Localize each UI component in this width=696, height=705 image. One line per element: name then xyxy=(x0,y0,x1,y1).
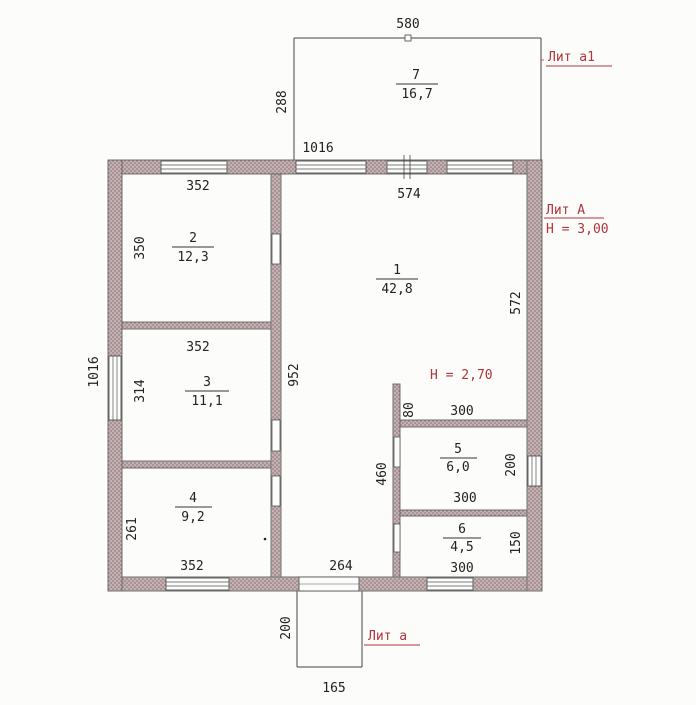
room-4-area: 9,2 xyxy=(181,510,204,525)
room-2-number: 2 xyxy=(189,231,197,246)
dim-room3-height: 314 xyxy=(133,379,148,403)
interior-walls xyxy=(121,173,528,578)
dim-room6-width: 300 xyxy=(450,561,473,576)
window-left xyxy=(108,355,122,421)
window-bottom-left xyxy=(165,577,230,591)
door-room4 xyxy=(271,475,281,507)
dim-room4-height: 261 xyxy=(125,517,140,540)
room-3: 3 11,1 xyxy=(185,375,229,409)
lit-a1-text: Лит а1 xyxy=(548,50,595,65)
room-7-area: 16,7 xyxy=(401,87,432,102)
dim-top-wall-segment: 1016 xyxy=(302,141,333,156)
room1-height: H = 2,70 xyxy=(430,368,493,383)
window-bottom-right xyxy=(426,577,474,591)
window-top-center xyxy=(386,155,428,179)
door-room2 xyxy=(271,233,281,265)
window-right xyxy=(527,455,542,487)
room-2-area: 12,3 xyxy=(177,250,208,265)
room-3-number: 3 xyxy=(203,375,211,390)
label-lit-a1: Лит а1 xyxy=(541,50,612,67)
doors xyxy=(271,233,401,592)
dim-room6-height: 150 xyxy=(509,531,524,554)
door-room6 xyxy=(393,523,401,553)
dim-corridor-460: 460 xyxy=(375,462,390,485)
dim-partition-80: 80 xyxy=(402,402,417,418)
annex-lit-a xyxy=(296,591,363,668)
dim-room5-top-width: 300 xyxy=(450,404,473,419)
room-6-area: 4,5 xyxy=(450,540,473,555)
annex-lit-a1 xyxy=(293,34,542,161)
window-top-middle xyxy=(295,160,367,174)
room-5: 5 6,0 xyxy=(440,442,477,475)
lit-a-text: Лит а xyxy=(368,629,407,644)
room-2: 2 12,3 xyxy=(172,231,214,265)
room-6-number: 6 xyxy=(458,522,466,537)
dim-left-height: 1016 xyxy=(87,356,102,387)
label-lit-a: Лит а xyxy=(364,629,420,646)
room-5-number: 5 xyxy=(454,442,462,457)
window-top-left xyxy=(160,160,228,174)
room-5-area: 6,0 xyxy=(446,460,469,475)
lit-A-text: Лит А xyxy=(546,203,585,218)
room-1: 1 42,8 xyxy=(376,263,418,297)
room-4: 4 9,2 xyxy=(175,491,267,541)
dim-room2-height: 350 xyxy=(133,236,148,259)
room-7-number: 7 xyxy=(412,68,420,83)
dim-room4-width: 352 xyxy=(180,559,203,574)
room-6: 6 4,5 xyxy=(443,522,481,555)
label-lit-A: Лит А H = 3,00 xyxy=(544,203,609,237)
door-room3 xyxy=(271,419,281,452)
window-top-right xyxy=(446,160,514,174)
room-4-number: 4 xyxy=(189,491,197,506)
windows xyxy=(108,155,542,591)
room-7: 7 16,7 xyxy=(396,68,438,102)
room-1-area: 42,8 xyxy=(381,282,412,297)
dim-door-annex-width: 165 xyxy=(322,681,345,696)
dim-room5-height: 200 xyxy=(504,453,519,476)
dim-bottom-264: 264 xyxy=(329,559,353,574)
dim-top-annex-depth: 288 xyxy=(275,90,290,113)
dim-room5-bottom-width: 300 xyxy=(453,491,476,506)
dim-room1-width: 574 xyxy=(397,187,421,202)
dim-room1-right-height: 572 xyxy=(509,291,524,314)
room-1-number: 1 xyxy=(393,263,401,278)
dim-door-annex-depth: 200 xyxy=(279,616,294,639)
dim-room2-width: 352 xyxy=(186,179,209,194)
dim-room3-width: 352 xyxy=(186,340,209,355)
door-room5 xyxy=(393,436,401,468)
dim-room1-left-height: 952 xyxy=(287,363,302,386)
lit-A-height: H = 3,00 xyxy=(546,222,609,237)
room-3-area: 11,1 xyxy=(191,394,222,409)
dim-top-annex-width: 580 xyxy=(396,17,419,32)
